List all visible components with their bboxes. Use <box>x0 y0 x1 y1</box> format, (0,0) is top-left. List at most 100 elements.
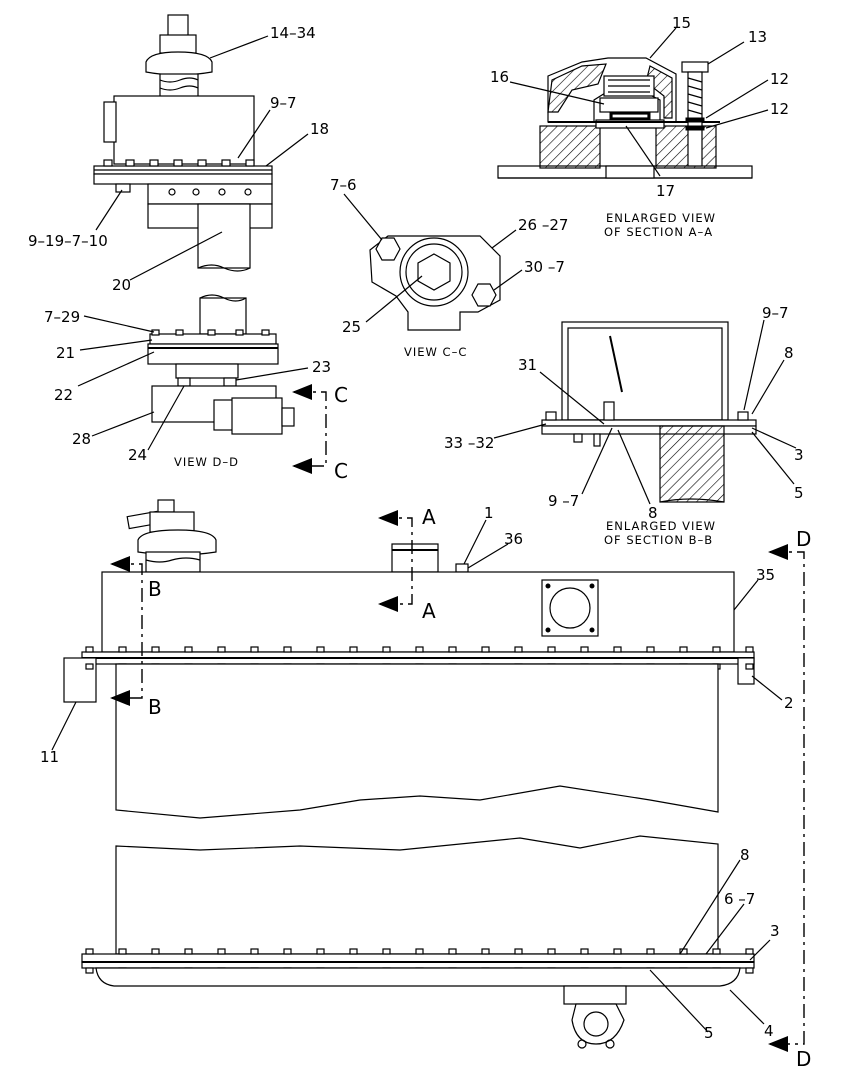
flange-bolt <box>382 646 391 653</box>
part-label-5: 5 <box>794 484 804 502</box>
part-label-9-7: 9–7 <box>762 304 789 322</box>
part-label-3: 3 <box>770 922 780 940</box>
section-letter-c: C <box>334 459 348 483</box>
flange-bolt <box>151 948 160 955</box>
part-label-2: 2 <box>784 694 794 712</box>
part-label-35: 35 <box>756 566 775 584</box>
part-label-4: 4 <box>764 1022 774 1040</box>
section-bb <box>541 321 757 503</box>
flange-bolt <box>184 948 193 955</box>
flange-bolt <box>283 948 292 955</box>
part-label-17: 17 <box>656 182 675 200</box>
flange-bolt <box>349 948 358 955</box>
part-label-28: 28 <box>72 430 91 448</box>
flange-bolt <box>679 646 688 653</box>
part-label-8: 8 <box>740 846 750 864</box>
part-label-6-7: 6 –7 <box>724 890 755 908</box>
part-label-22: 22 <box>54 386 73 404</box>
flange-bolt <box>118 948 127 955</box>
flange-bolt <box>613 948 622 955</box>
flange-bolt <box>646 948 655 955</box>
flange-bolt <box>514 948 523 955</box>
flange-bolt <box>514 646 523 653</box>
flange-bolt <box>316 646 325 653</box>
flange-bolt <box>481 646 490 653</box>
part-label-24: 24 <box>128 446 147 464</box>
flange-bolt <box>745 663 754 670</box>
part-label-12: 12 <box>770 70 789 88</box>
section-lines <box>110 384 805 1052</box>
view-captions: VIEW D–D VIEW C–C ENLARGED VIEW OF SECTI… <box>174 211 716 547</box>
flange-bolt <box>415 948 424 955</box>
section-letter-d: D <box>796 1047 811 1071</box>
flange-bolt <box>85 948 94 955</box>
flange-bolt <box>646 646 655 653</box>
flange-bolt <box>283 646 292 653</box>
flange-bolt <box>613 646 622 653</box>
leader-lines <box>51 27 797 1033</box>
flange-bolt <box>745 967 754 974</box>
section-letters: C C A A B B D D <box>148 383 811 1071</box>
flange-bolt <box>85 663 94 670</box>
flange-bolt <box>85 967 94 974</box>
part-labels: 14–34 9–7 18 9–19–7–10 20 7–29 21 22 23 … <box>28 14 804 1042</box>
part-label-20: 20 <box>112 276 131 294</box>
main-assembly <box>63 499 755 1049</box>
part-label-1: 1 <box>484 504 494 522</box>
part-label-13: 13 <box>748 28 767 46</box>
section-letter-b: B <box>148 577 162 601</box>
part-label-33-32: 33 –32 <box>444 434 494 452</box>
section-letter-b: B <box>148 695 162 719</box>
view-cc <box>369 235 501 331</box>
part-label-9-19-7-10: 9–19–7–10 <box>28 232 108 250</box>
flange-bolt <box>349 646 358 653</box>
flange-bolt <box>745 948 754 955</box>
flange-bolt <box>547 646 556 653</box>
part-label-30-7: 30 –7 <box>524 258 565 276</box>
flange-bolt <box>448 948 457 955</box>
flange-bolt <box>217 948 226 955</box>
part-label-21: 21 <box>56 344 75 362</box>
part-label-12: 12 <box>770 100 789 118</box>
flange-bolt <box>316 948 325 955</box>
section-letter-a: A <box>422 505 436 529</box>
flange-bolt <box>547 948 556 955</box>
flange-bolt <box>448 646 457 653</box>
flange-bolt <box>712 646 721 653</box>
flange-bolt <box>217 646 226 653</box>
flange-bolt <box>250 646 259 653</box>
view-cc-caption: VIEW C–C <box>404 345 467 359</box>
bolt-row <box>103 159 255 193</box>
part-label-25: 25 <box>342 318 361 336</box>
part-label-7-6: 7–6 <box>330 176 357 194</box>
part-label-9-7: 9–7 <box>270 94 297 112</box>
view-dd-caption: VIEW D–D <box>174 455 239 469</box>
top-left-side-view <box>93 14 273 272</box>
flange-bolt <box>184 646 193 653</box>
part-label-9-7: 9 –7 <box>548 492 579 510</box>
flange-bolt <box>415 646 424 653</box>
bolt-row <box>151 329 270 336</box>
flange-bolt <box>151 646 160 653</box>
flange-bolt <box>745 646 754 653</box>
part-label-31: 31 <box>518 356 537 374</box>
part-label-18: 18 <box>310 120 329 138</box>
section-bb-caption: OF SECTION B–B <box>604 533 713 547</box>
part-label-7-29: 7–29 <box>44 308 80 326</box>
section-letter-d: D <box>796 527 811 551</box>
flange-bolt <box>580 948 589 955</box>
flange-bolt <box>712 948 721 955</box>
part-label-36: 36 <box>504 530 523 548</box>
flange-bolt <box>250 948 259 955</box>
section-aa-caption: ENLARGED VIEW <box>606 211 716 225</box>
part-label-16: 16 <box>490 68 509 86</box>
flange-bolt <box>382 948 391 955</box>
part-label-5: 5 <box>704 1024 714 1042</box>
section-aa-caption: OF SECTION A–A <box>604 225 713 239</box>
view-dd <box>147 294 295 435</box>
part-label-26-27: 26 –27 <box>518 216 568 234</box>
part-label-23: 23 <box>312 358 331 376</box>
part-label-8: 8 <box>648 504 658 522</box>
part-label-3: 3 <box>794 446 804 464</box>
